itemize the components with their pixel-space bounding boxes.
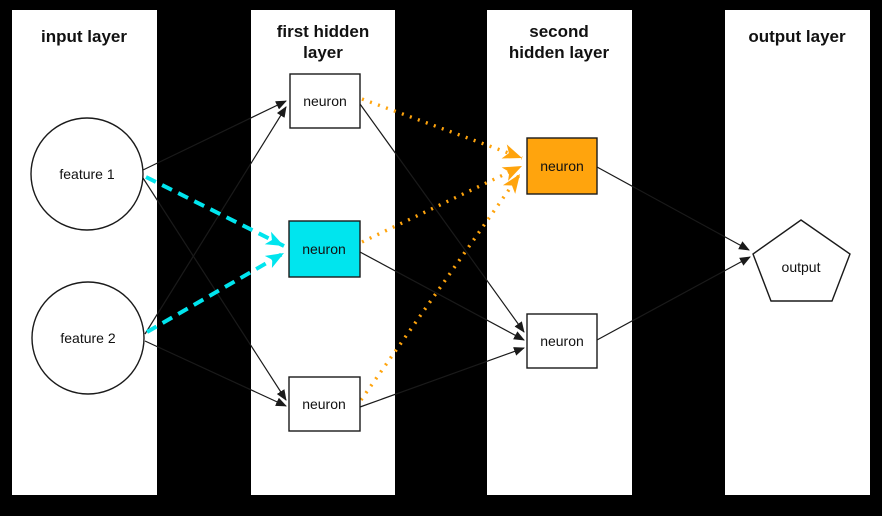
title-second-hidden-line2: hidden layer <box>509 43 610 62</box>
node-output-pentagon <box>752 219 851 302</box>
node-feature-2 <box>31 281 145 395</box>
edge-feature1-to-cyan-neuron <box>145 175 285 248</box>
edge-feature2-to-hidden1-neuron3 <box>144 340 287 407</box>
edge-hidden1-neuron2-to-hidden2-neuron2 <box>359 251 525 341</box>
edge-hidden2-neuron1-to-output <box>596 166 750 251</box>
panel-input-layer <box>12 10 157 495</box>
node-hidden2-neuron1-orange <box>526 137 598 195</box>
node-feature-1 <box>30 117 144 231</box>
label-feature-1: feature 1 <box>59 166 114 182</box>
label-hidden2-neuron2: neuron <box>540 333 584 349</box>
title-output-layer: output layer <box>748 27 846 46</box>
edge-feature2-to-hidden1-neuron1 <box>144 106 287 335</box>
title-first-hidden-line1: first hidden <box>277 22 370 41</box>
label-feature-2: feature 2 <box>60 330 115 346</box>
edge-hidden2-neuron2-to-output <box>596 256 751 341</box>
title-input-layer: input layer <box>41 27 127 46</box>
label-hidden2-neuron1: neuron <box>540 158 584 174</box>
edge-feature1-to-hidden1-neuron1 <box>142 100 287 171</box>
label-output: output <box>782 259 821 275</box>
label-hidden1-neuron3: neuron <box>302 396 346 412</box>
title-first-hidden-line2: layer <box>303 43 343 62</box>
panel-second-hidden-layer <box>487 10 632 495</box>
node-hidden2-neuron2 <box>526 313 598 369</box>
edge-hidden1-neuron3-to-orange-neuron <box>359 173 522 401</box>
edge-feature2-to-cyan-neuron <box>146 251 285 334</box>
edge-feature1-to-hidden1-neuron3 <box>142 177 287 401</box>
label-hidden1-neuron2: neuron <box>302 241 346 257</box>
label-hidden1-neuron1: neuron <box>303 93 347 109</box>
edge-hidden1-neuron1-to-hidden2-neuron2 <box>359 103 525 333</box>
edge-hidden1-neuron3-to-hidden2-neuron2 <box>359 347 525 408</box>
edge-hidden1-neuron1-to-orange-neuron <box>361 97 523 160</box>
title-second-hidden-line1: second <box>529 22 589 41</box>
node-hidden1-neuron3 <box>288 376 361 432</box>
node-hidden1-neuron2-cyan <box>288 220 361 278</box>
node-hidden1-neuron1 <box>289 73 361 129</box>
